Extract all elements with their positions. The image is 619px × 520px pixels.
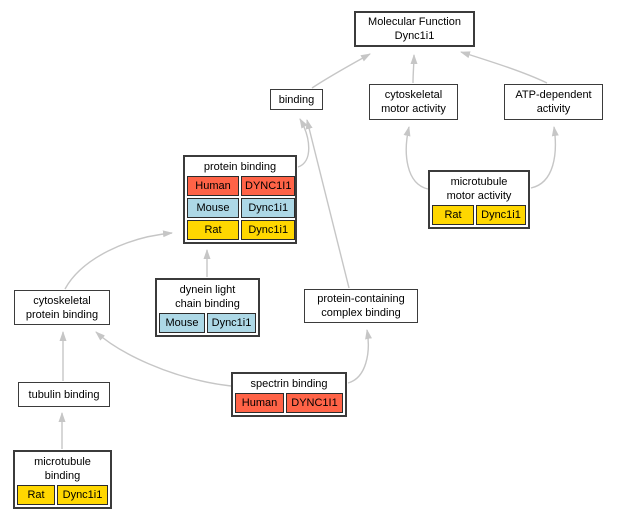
gene-cell: Dync1i1 <box>207 313 256 333</box>
gene-cell: Dync1i1 <box>476 205 526 225</box>
species-cell: Rat <box>17 485 55 505</box>
edge-microtubule-motor-activity-to-cytoskeletal-motor-activity <box>403 126 429 190</box>
gene-cell: DYNC1I1 <box>286 393 343 413</box>
annotation-table: Rat Dync1i1 <box>430 205 528 227</box>
species-cell: Rat <box>432 205 474 225</box>
gene-cell: DYNC1I1 <box>241 176 296 196</box>
annotation-table: Mouse Dync1i1 <box>157 313 258 335</box>
gene-cell: Dync1i1 <box>241 220 296 240</box>
edge-spectrin-binding-to-cytoskeletal-protein-binding <box>95 331 232 387</box>
node-protein-binding: protein binding Human DYNC1I1 Mouse Dync… <box>183 155 297 244</box>
edge-atp-dependent-activity-to-molecular-function <box>460 51 548 84</box>
edge-spectrin-binding-to-protein-containing-complex-binding <box>347 329 372 384</box>
species-cell: Mouse <box>159 313 205 333</box>
edge-cytoskeletal-motor-activity-to-molecular-function <box>410 54 418 84</box>
node-binding: binding <box>270 89 323 110</box>
gene-cell: Dync1i1 <box>57 485 108 505</box>
node-molecular-function: Molecular Function Dync1i1 <box>354 11 475 47</box>
node-dynein-light-chain-binding: dynein light chain binding Mouse Dync1i1 <box>155 278 260 337</box>
edge-protein-binding-to-binding <box>297 118 310 168</box>
gene-cell: Dync1i1 <box>241 198 296 218</box>
annotation-table: Human DYNC1I1 Mouse Dync1i1 Rat Dync1i1 <box>185 176 296 242</box>
node-cytoskeletal-motor-activity: cytoskeletal motor activity <box>369 84 458 120</box>
node-protein-containing-complex-binding: protein-containing complex binding <box>304 289 418 323</box>
species-cell: Mouse <box>187 198 239 218</box>
node-spectrin-binding: spectrin binding Human DYNC1I1 <box>231 372 347 417</box>
node-tubulin-binding: tubulin binding <box>18 382 110 407</box>
node-atp-dependent-activity: ATP-dependent activity <box>504 84 603 120</box>
edge-microtubule-motor-activity-to-atp-dependent-activity <box>530 126 559 189</box>
species-cell: Human <box>187 176 239 196</box>
node-label: microtubule binding <box>34 456 91 482</box>
node-microtubule-binding: microtubule binding Rat Dync1i1 <box>13 450 112 509</box>
node-label: spectrin binding <box>250 378 328 390</box>
node-label: dynein light chain binding <box>175 284 240 310</box>
species-cell: Human <box>235 393 284 413</box>
edge-cytoskeletal-protein-binding-to-protein-binding <box>64 230 173 290</box>
edge-binding-to-molecular-function <box>311 53 371 89</box>
annotation-table: Rat Dync1i1 <box>15 485 110 507</box>
node-label: protein binding <box>203 161 277 173</box>
node-microtubule-motor-activity: microtubule motor activity Rat Dync1i1 <box>428 170 530 229</box>
node-label: microtubule motor activity <box>446 176 512 202</box>
species-cell: Rat <box>187 220 239 240</box>
edge-protein-containing-complex-binding-to-binding <box>305 119 350 289</box>
annotation-table: Human DYNC1I1 <box>233 393 345 415</box>
node-cytoskeletal-protein-binding: cytoskeletal protein binding <box>14 290 110 325</box>
